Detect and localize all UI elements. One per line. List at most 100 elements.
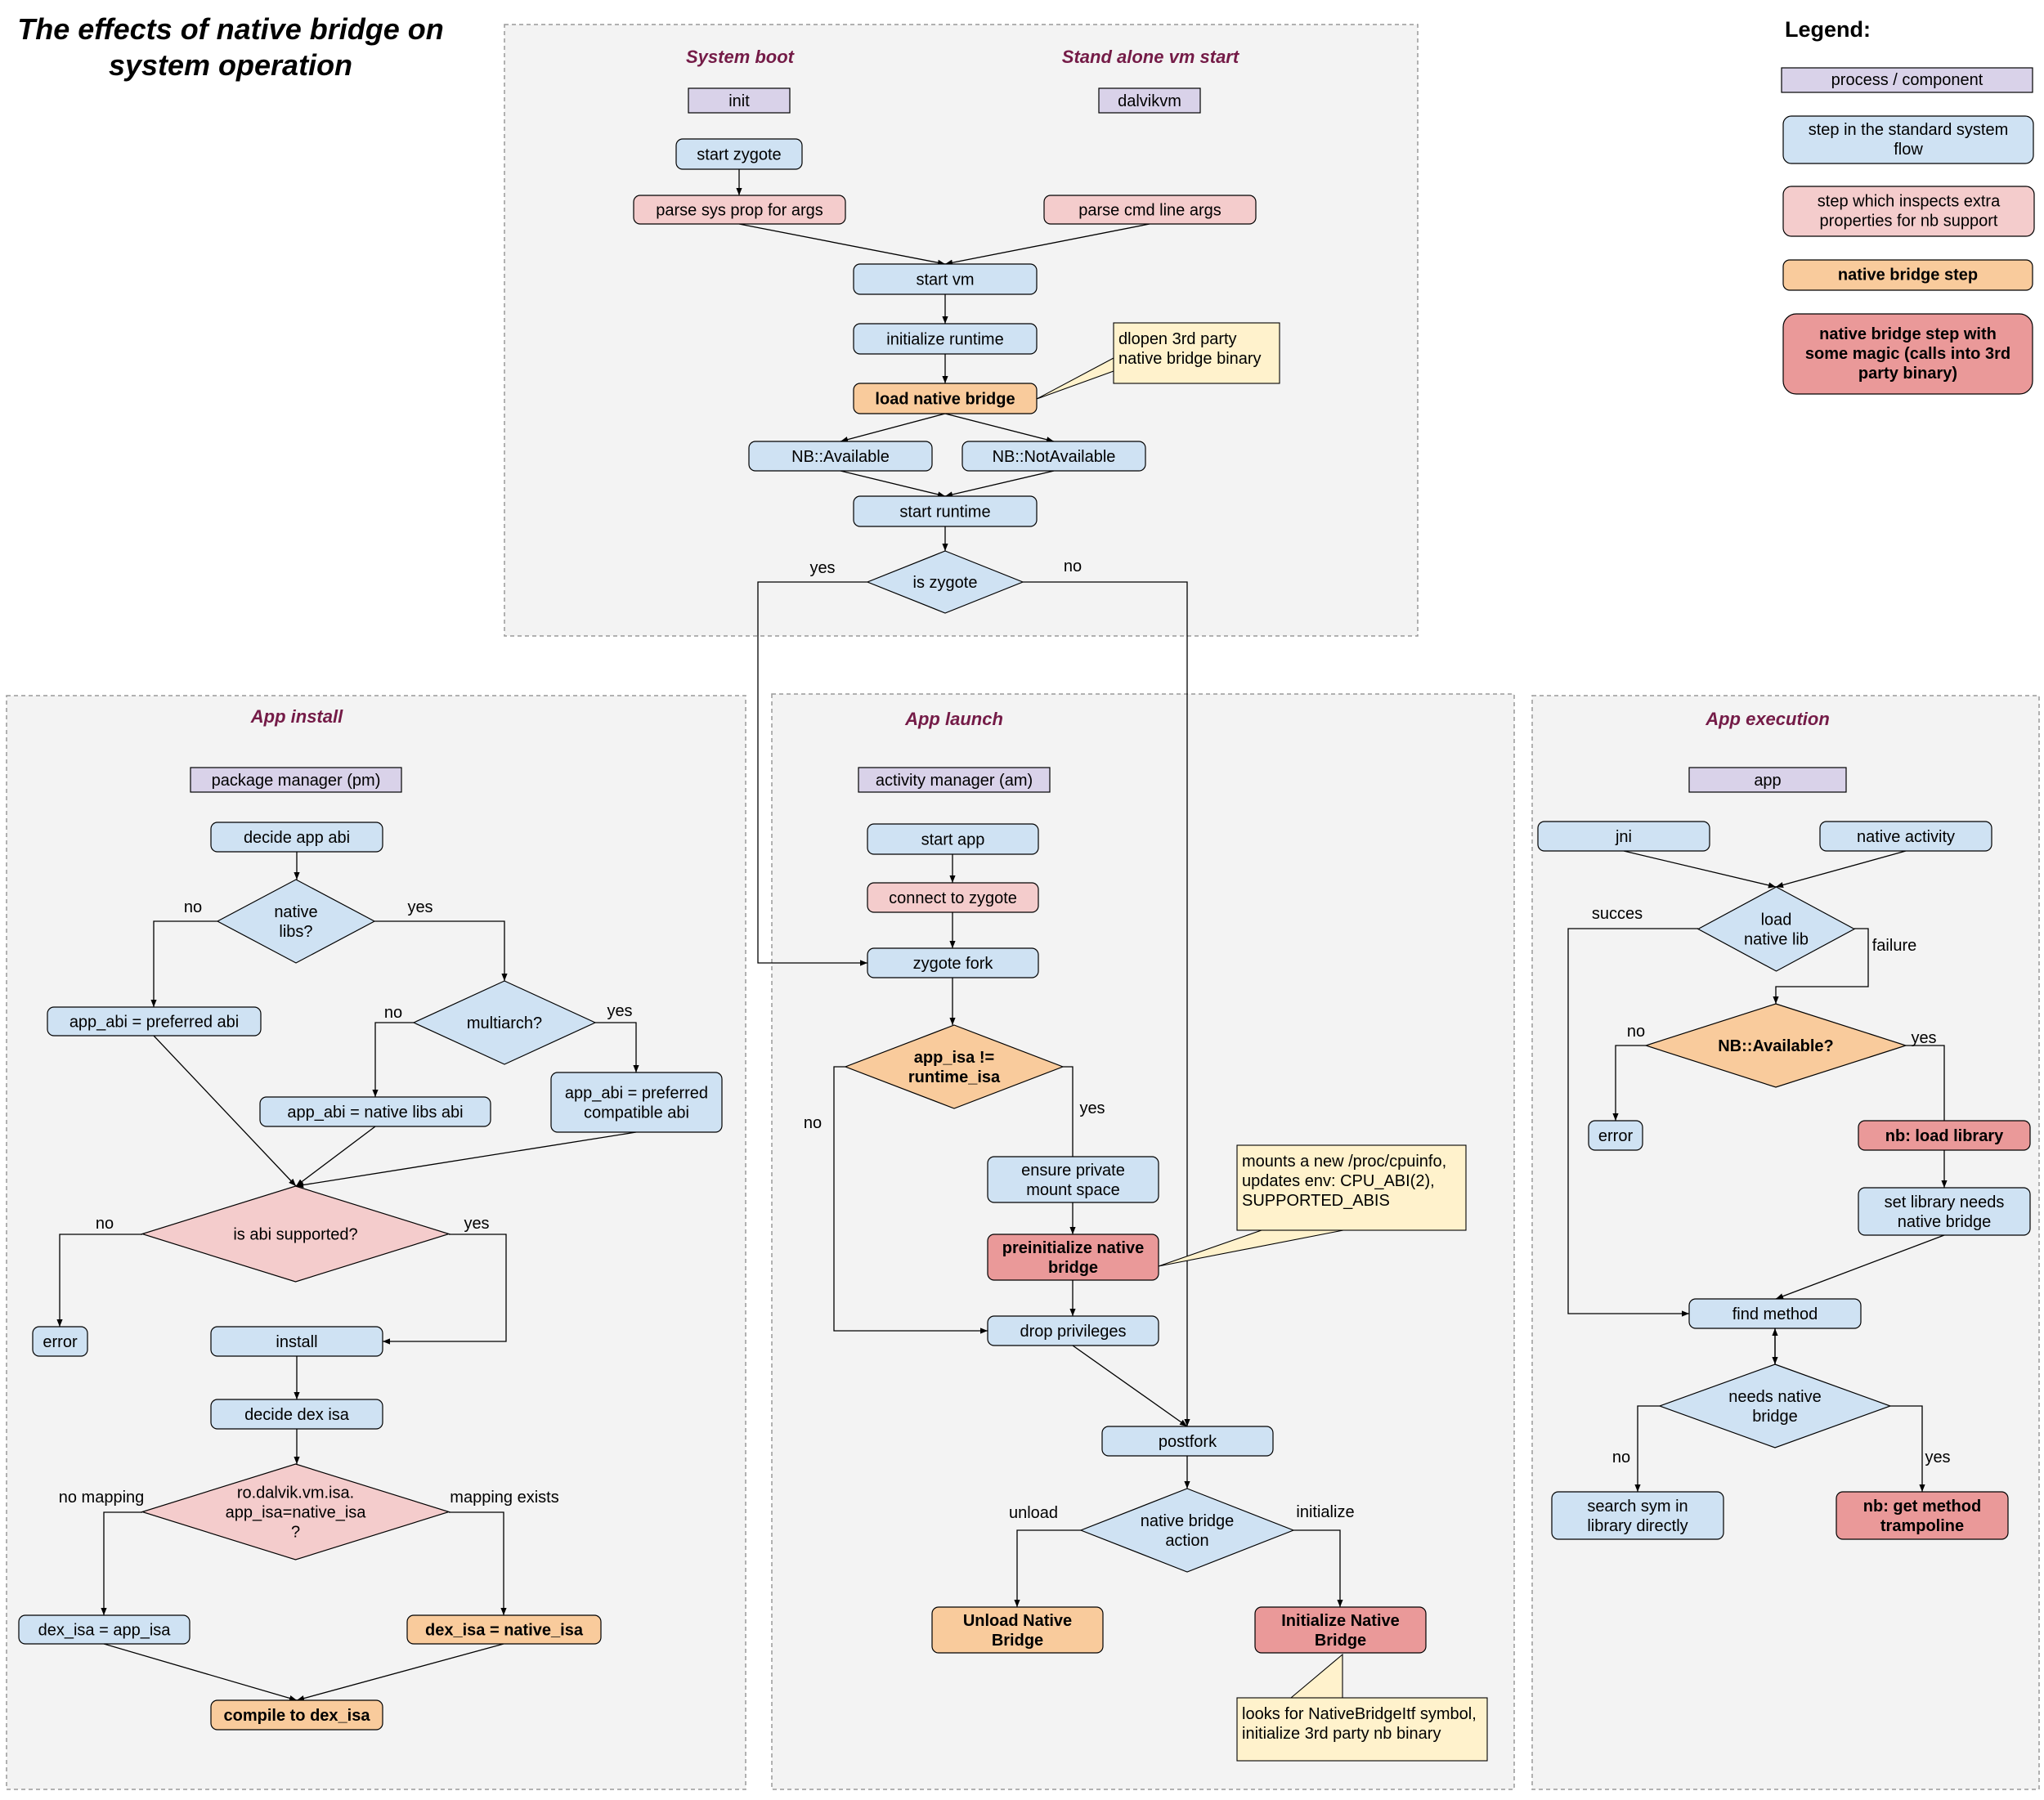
edge-15 <box>374 920 508 981</box>
edge-43 <box>1773 928 1869 1004</box>
legend-label-standard: step in the standard system <box>1809 121 2009 139</box>
edge-7 <box>944 413 1055 443</box>
node-start-runtime: start runtime <box>853 495 1038 527</box>
node-nb-available: NB::Available <box>748 441 933 472</box>
note-mounts: mounts a new /proc/cpuinfo,updates env: … <box>1158 1144 1467 1267</box>
edge-label-no-mapping: no mapping <box>59 1489 145 1507</box>
start-runtime-label: start runtime <box>899 504 990 522</box>
node-start-zygote: start zygote <box>675 138 803 170</box>
legend-swatch-standard <box>1782 115 2034 164</box>
edge-35 <box>833 1066 988 1334</box>
node-unload-nb: Unload NativeBridge <box>931 1606 1104 1654</box>
native-libs-q-label: libs? <box>279 923 312 941</box>
start-zygote-label: start zygote <box>697 146 781 164</box>
edge-label-mapping-exists: mapping exists <box>450 1489 558 1507</box>
multiarch-q-shape <box>412 980 597 1065</box>
install-error-label: error <box>43 1333 78 1351</box>
decide-abi-shape <box>210 822 383 853</box>
node-start-vm: start vm <box>853 263 1038 295</box>
connect-zygote-label: connect to zygote <box>889 889 1017 907</box>
edges <box>56 169 1948 1702</box>
ensure-mount-label: ensure private <box>1021 1162 1125 1180</box>
node-init-runtime: initialize runtime <box>853 323 1038 355</box>
preinit-nb-label: preinitialize native <box>1002 1239 1144 1257</box>
edge-18 <box>153 1035 297 1187</box>
node-nb-not-available: NB::NotAvailable <box>961 441 1146 472</box>
edge-2 <box>738 223 946 266</box>
nb-get-trampoline-shape <box>1836 1491 2009 1540</box>
note-text: mounts a new /proc/cpuinfo, <box>1242 1153 1446 1171</box>
nb-not-available-label: NB::NotAvailable <box>993 448 1116 466</box>
unload-nb-label: Unload Native <box>963 1612 1072 1630</box>
edge-label-multi-yes: yes <box>607 1002 632 1020</box>
parse-sys-prop-label: parse sys prop for args <box>656 202 823 220</box>
legend-swatch-inspect <box>1782 186 2035 237</box>
jni-label: jni <box>1615 828 1632 846</box>
edge-label-initialize: initialize <box>1296 1503 1354 1521</box>
legend-label-nb-magic: some magic (calls into 3rd <box>1805 345 2010 363</box>
edge-label-isa-yes: yes <box>1079 1099 1105 1117</box>
connect-zygote-shape <box>867 882 1039 913</box>
edge-47 <box>1775 1234 1945 1300</box>
zygote-fork-label: zygote fork <box>913 955 994 973</box>
abi-compatible-shape <box>550 1072 723 1133</box>
find-method-shape <box>1688 1298 1862 1329</box>
am-label: activity manager (am) <box>876 772 1033 790</box>
note-box <box>1236 1697 1488 1762</box>
edge-32 <box>1063 1066 1074 1157</box>
legend-label-process: process / component <box>1831 71 1983 89</box>
decide-dex-isa-label: decide dex isa <box>244 1406 350 1424</box>
edge-41 <box>1775 850 1907 889</box>
note-text: dlopen 3rd party <box>1118 330 1237 348</box>
node-init: init <box>688 87 791 114</box>
note-box <box>1236 1144 1467 1231</box>
parse-sys-prop-shape <box>633 195 846 225</box>
is-zygote-shape <box>866 550 1024 614</box>
nb-action-q-label: native bridge <box>1141 1512 1235 1530</box>
node-exec-error: error <box>1588 1120 1643 1151</box>
node-abi-preferred: app_abi = preferred abi <box>47 1006 262 1037</box>
edge-50 <box>1890 1405 1925 1492</box>
install-shape <box>210 1326 383 1357</box>
zygote-fork-shape <box>867 947 1039 978</box>
legend-label-inspect: step which inspects extra <box>1818 193 2001 211</box>
edge-label-unload: unload <box>1009 1504 1058 1522</box>
node-abi-supported-q: is abi supported? <box>140 1185 451 1283</box>
search-sym-label: search sym in <box>1587 1498 1688 1516</box>
app-shape <box>1688 767 1847 793</box>
edge-9 <box>944 470 1055 498</box>
exec-error-shape <box>1588 1120 1643 1151</box>
nb-get-trampoline-label: trampoline <box>1880 1517 1964 1535</box>
section-app-execution <box>1531 695 2040 1790</box>
edge-label-libs-no: no <box>184 898 202 916</box>
node-parse-cmd-line: parse cmd line args <box>1043 195 1257 225</box>
edge-6 <box>840 413 946 443</box>
isa-mapping-q-label: ? <box>291 1524 300 1542</box>
dex-native-isa-shape <box>406 1614 602 1645</box>
note-text: SUPPORTED_ABIS <box>1242 1192 1390 1210</box>
node-native-activity: native activity <box>1819 821 1992 852</box>
dex-app-isa-label: dex_isa = app_isa <box>38 1622 172 1640</box>
init-nb-shape <box>1254 1606 1427 1654</box>
drop-priv-label: drop privileges <box>1020 1323 1126 1341</box>
edge-label-avail-yes: yes <box>1911 1029 1936 1047</box>
init-runtime-label: initialize runtime <box>886 331 1003 349</box>
nb-load-library-label: nb: load library <box>1885 1127 2004 1145</box>
node-start-app: start app <box>867 823 1039 855</box>
parse-cmd-line-label: parse cmd line args <box>1078 202 1221 220</box>
drop-priv-shape <box>987 1315 1159 1346</box>
node-nb-available-q: NB::Available? <box>1644 1003 1907 1088</box>
install-label: install <box>276 1333 317 1351</box>
node-abi-native-libs: app_abi = native libs abi <box>259 1096 491 1127</box>
note-text: updates env: CPU_ABI(2), <box>1242 1172 1435 1190</box>
abi-native-libs-shape <box>259 1096 491 1127</box>
node-pm: package manager (pm) <box>190 767 402 793</box>
